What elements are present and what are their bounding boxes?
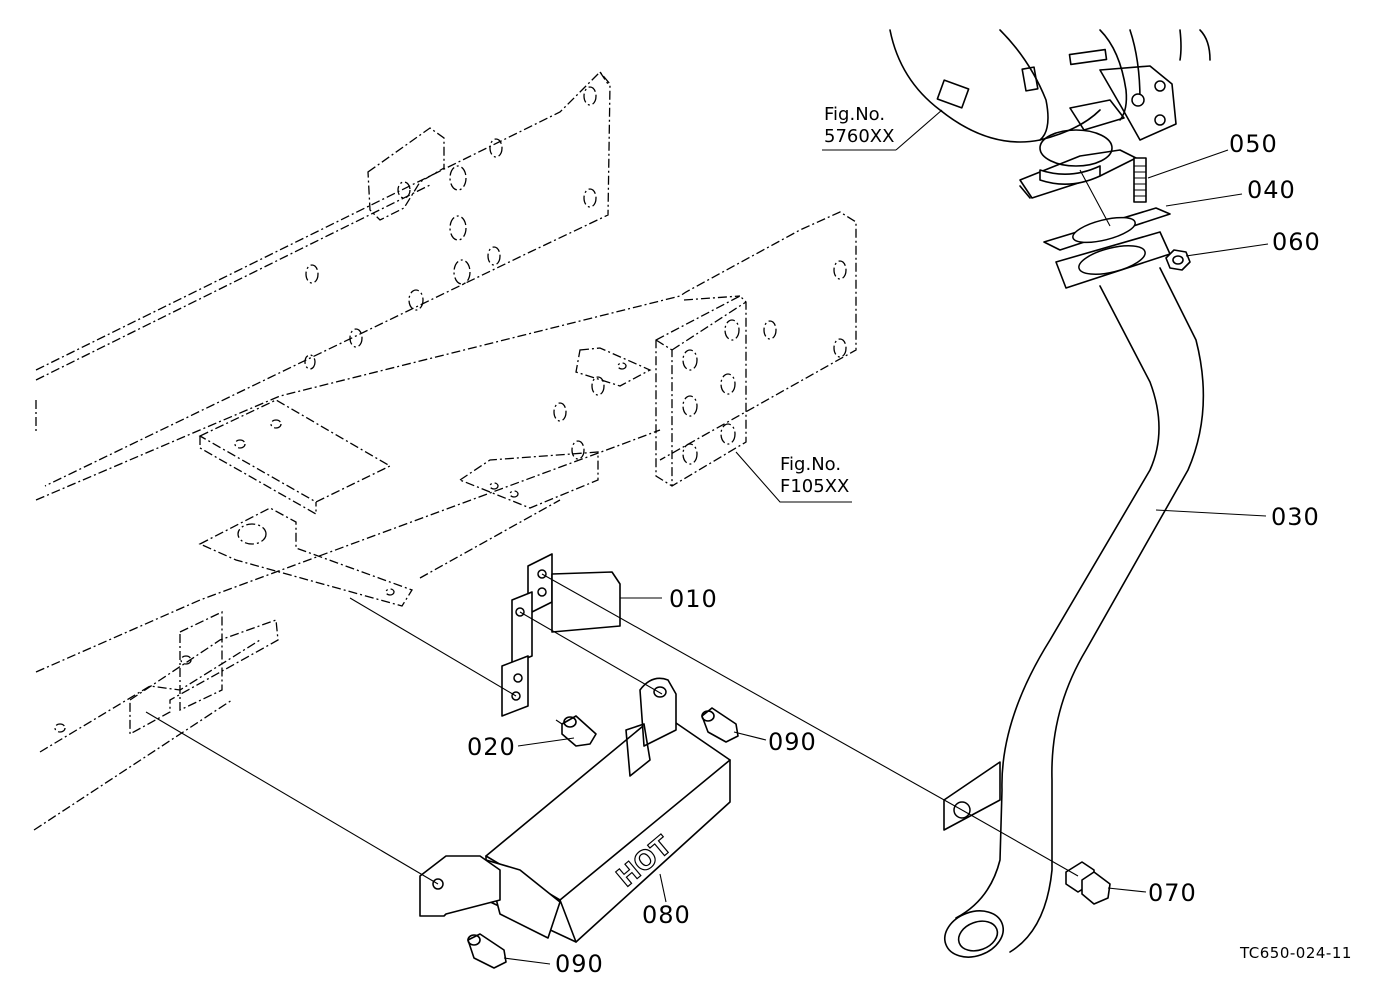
tractor-frame-phantom [33,71,857,831]
stud-bolt-050 [1133,157,1147,203]
nut-060 [1165,249,1191,271]
bolt-070 [1065,861,1111,905]
part-label-080: 080 [642,901,691,929]
figure-ref-frame-line1: Fig.No. [780,454,842,475]
bracket-010 [501,553,621,717]
part-label-060: 060 [1272,228,1321,256]
heat-cover-080: HOT [419,677,731,943]
figure-ref-frame: Fig.No. F105XX [780,454,849,498]
exhaust-pipe-030 [943,231,1205,958]
leader-lines [503,109,1269,965]
part-label-020: 020 [467,733,516,761]
figure-ref-muffler: Fig.No. 5760XX [824,104,894,148]
drawing-code: TC650-024-11 [1240,944,1352,962]
figure-ref-muffler-line2: 5760XX [824,126,895,147]
part-label-030: 030 [1271,503,1320,531]
gasket-040 [1043,207,1171,251]
bolt-020 [555,715,597,747]
assembly-lines [145,169,1111,885]
bolt-090-lower [467,933,507,969]
figure-ref-muffler-line1: Fig.No. [824,104,886,125]
part-label-090-lower: 090 [555,950,604,978]
part-label-010: 010 [669,585,718,613]
part-label-070: 070 [1148,879,1197,907]
part-label-090-upper: 090 [768,728,817,756]
part-label-040: 040 [1247,176,1296,204]
figure-ref-frame-line2: F105XX [780,476,850,497]
bolt-090-upper [701,707,739,743]
part-label-050: 050 [1229,130,1278,158]
